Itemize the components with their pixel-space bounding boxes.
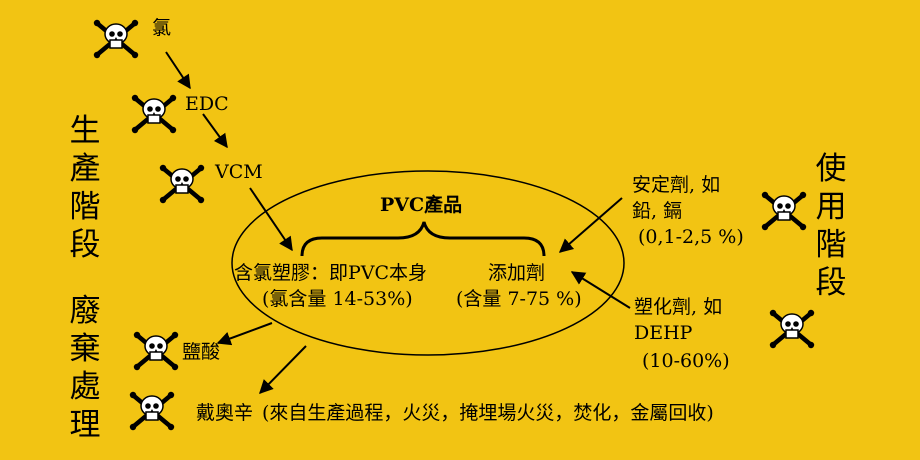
skull-icon: [132, 95, 176, 133]
plasticizer-example: DEHP: [634, 322, 693, 344]
plasticizer-content: (10-60%): [642, 350, 730, 372]
plasticizer-label: 塑化劑, 如: [634, 296, 723, 318]
arrow-vcm-pvc: [249, 187, 293, 252]
skull-icon: [130, 392, 174, 430]
additives-label: 添加劑: [488, 262, 546, 284]
dioxin-sources-label: (來自生產過程，火災，掩埋場火災，焚化，金屬回收): [262, 402, 714, 424]
vcm-label: VCM: [215, 161, 263, 183]
skull-icon: [160, 165, 204, 203]
stabilizer-label: 安定劑, 如: [632, 174, 721, 196]
skull-icon: [770, 310, 814, 348]
production-stage-label: 生產階段: [69, 113, 101, 263]
arrow-plasticizer-additives: [570, 271, 631, 309]
skull-icon: [762, 192, 806, 230]
pvc-product-title: PVC產品: [380, 194, 463, 216]
arrow-pvc-hcl: [216, 322, 273, 346]
disposal-stage-label: 廢棄處理: [69, 293, 101, 443]
chlorine-label: 氯: [152, 17, 172, 39]
chlorine-plastic-label: 含氯塑膠：即PVC本身: [234, 262, 428, 284]
skull-icon: [94, 20, 138, 58]
skull-icon: [134, 332, 178, 370]
arrow-stabilizer-additives: [558, 197, 623, 253]
pvc-product-ellipse: [231, 170, 625, 356]
arrow-chlorine-edc: [165, 51, 191, 90]
product-brace: [300, 221, 546, 257]
arrow-pvc-dioxin: [259, 345, 307, 395]
dioxin-label: 戴奧辛: [196, 402, 254, 424]
edc-label: EDC: [185, 93, 229, 115]
stabilizer-content: (0,1-2,5 %): [638, 226, 744, 248]
arrow-edc-vcm: [202, 113, 228, 149]
additive-content-label: (含量 7-75 %): [456, 288, 582, 310]
chlorine-content-label: (氯含量 14-53%): [262, 288, 413, 310]
usage-stage-label: 使用階段: [815, 151, 847, 301]
hcl-label: 鹽酸: [182, 341, 221, 363]
stabilizer-examples: 鉛, 鎘: [632, 200, 683, 222]
